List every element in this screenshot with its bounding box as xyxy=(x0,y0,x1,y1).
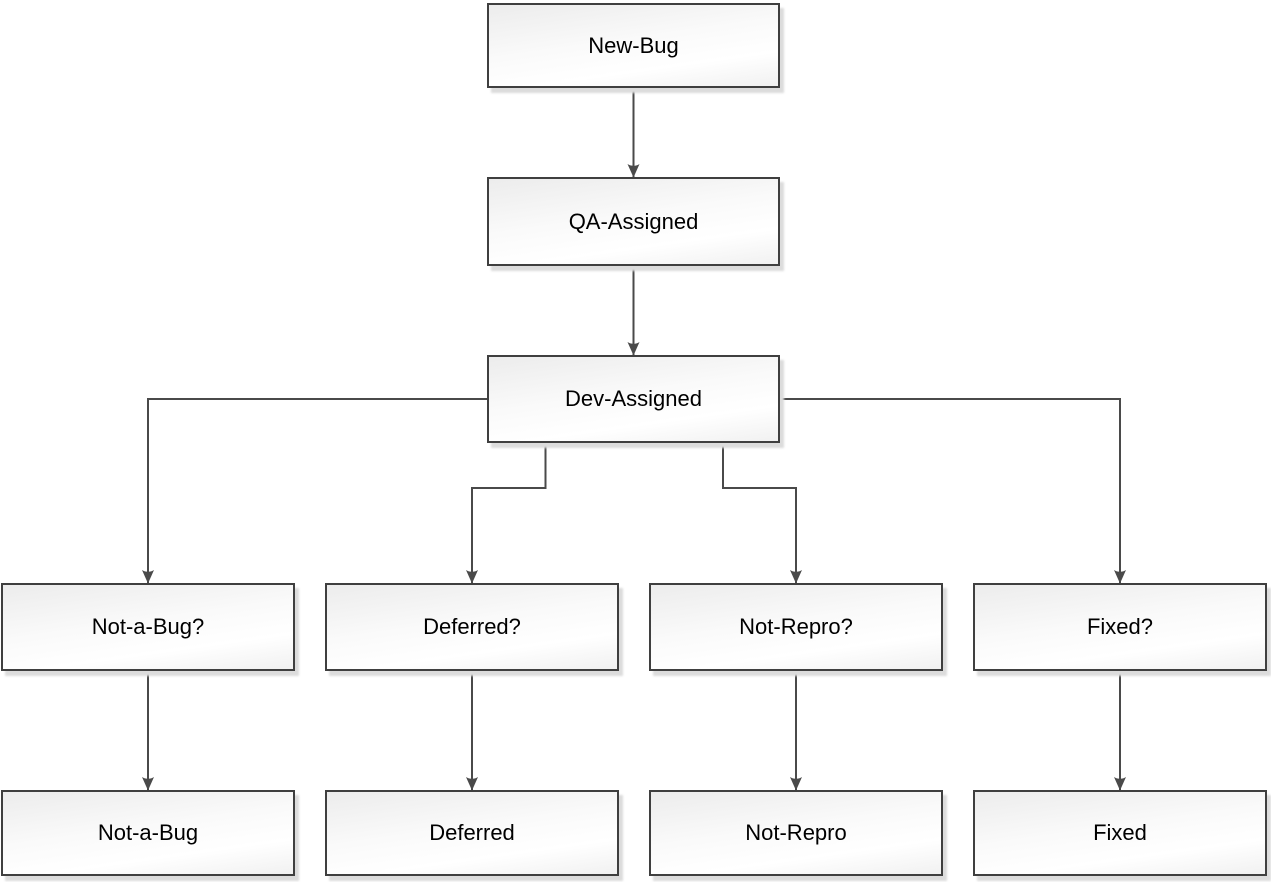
node-deferred: Deferred xyxy=(325,790,619,876)
node-label: Not-Repro? xyxy=(739,614,853,639)
node-fixed-q: Fixed? xyxy=(973,583,1267,671)
node-deferred-q: Deferred? xyxy=(325,583,619,671)
node-label: Not-Repro xyxy=(745,820,847,845)
node-label: New-Bug xyxy=(588,32,679,58)
node-not-repro-q: Not-Repro? xyxy=(649,583,943,671)
node-label: Not-a-Bug? xyxy=(91,614,205,639)
node-dev-assigned: Dev-Assigned xyxy=(487,355,780,443)
node-not-a-bug-q: Not-a-Bug? xyxy=(1,583,295,671)
node-not-a-bug: Not-a-Bug xyxy=(1,790,295,876)
node-label: Deferred? xyxy=(423,614,521,639)
node-not-repro: Not-Repro xyxy=(649,790,943,876)
connector-dev-assigned-to-not-a-bug-q xyxy=(142,398,487,584)
node-label: Dev-Assigned xyxy=(565,386,702,411)
connector-dev-assigned-to-deferred-q xyxy=(466,443,547,584)
node-new-bug: New-Bug xyxy=(487,3,780,88)
node-label: Fixed? xyxy=(1086,614,1154,639)
node-qa-assigned: QA-Assigned xyxy=(487,177,780,266)
node-fixed: Fixed xyxy=(973,790,1267,876)
node-label: Deferred xyxy=(429,820,515,845)
node-label: QA-Assigned xyxy=(568,208,699,234)
connector-dev-assigned-to-fixed-q xyxy=(780,398,1126,584)
node-label: Not-a-Bug xyxy=(97,820,199,845)
connector-dev-assigned-to-not-repro-q xyxy=(722,443,802,584)
node-label: Fixed xyxy=(1093,820,1147,845)
